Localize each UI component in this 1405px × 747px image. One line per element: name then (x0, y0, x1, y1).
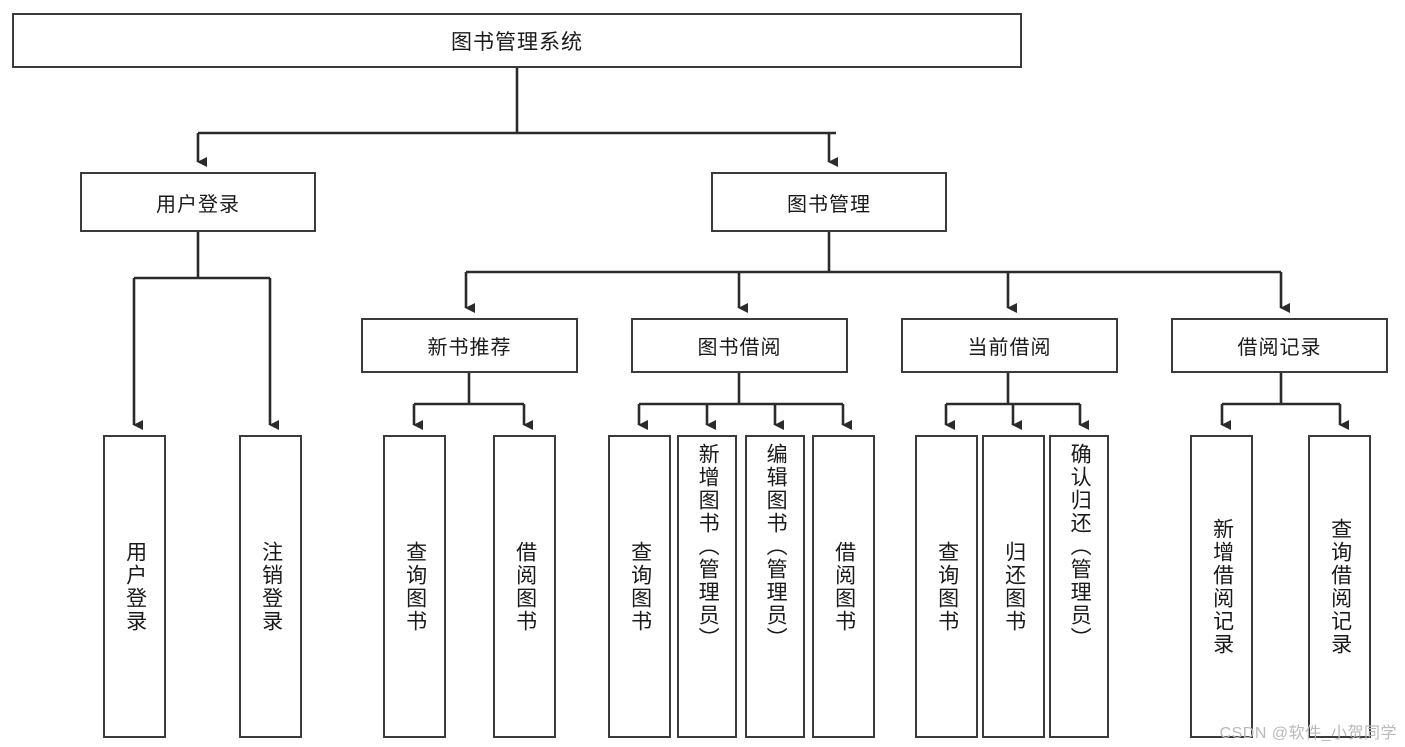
node-label: 查询图书 (935, 540, 959, 633)
leaf-query-borrow-record[interactable]: 查询借阅记录 (1308, 435, 1371, 738)
leaf-query-book-newbook[interactable]: 查询图书 (383, 435, 446, 738)
leaf-query-book-borrow[interactable]: 查询图书 (608, 435, 671, 738)
node-label: 编辑图书（管理员） (764, 443, 788, 650)
node-label: 查询借阅记录 (1328, 517, 1352, 656)
leaf-return-book[interactable]: 归还图书 (982, 435, 1045, 738)
node-label: 图书管理系统 (451, 30, 583, 54)
leaf-add-book-admin[interactable]: 新增图书（管理员） (677, 435, 737, 738)
node-book-borrow[interactable]: 图书借阅 (631, 318, 848, 373)
node-label: 查询图书 (628, 540, 652, 633)
node-label: 新增图书（管理员） (696, 443, 720, 650)
leaf-edit-book-admin[interactable]: 编辑图书（管理员） (745, 435, 805, 738)
node-borrow-record[interactable]: 借阅记录 (1171, 318, 1388, 373)
node-label: 当前借阅 (967, 337, 1052, 359)
leaf-logout[interactable]: 注销登录 (239, 435, 302, 738)
node-label: 用户登录 (156, 193, 240, 216)
node-label: 图书借阅 (697, 337, 782, 359)
node-label: 借阅记录 (1237, 337, 1322, 359)
leaf-add-borrow-record[interactable]: 新增借阅记录 (1190, 435, 1253, 738)
node-label: 注销登录 (259, 540, 283, 633)
node-label: 借阅图书 (513, 540, 537, 633)
leaf-query-book-current[interactable]: 查询图书 (915, 435, 978, 738)
node-label: 用户登录 (123, 540, 147, 633)
node-label: 归还图书 (1002, 540, 1026, 633)
node-root-book-management-system[interactable]: 图书管理系统 (12, 13, 1022, 68)
node-current-borrow[interactable]: 当前借阅 (901, 318, 1118, 373)
node-label: 确认归还（管理员） (1068, 443, 1092, 650)
csdn-watermark: CSDN @软件_小贺同学 (1219, 725, 1397, 742)
node-user-login[interactable]: 用户登录 (80, 172, 316, 232)
node-label: 图书管理 (787, 193, 871, 216)
leaf-user-login[interactable]: 用户登录 (103, 435, 166, 738)
node-label: 借阅图书 (832, 540, 856, 633)
node-label: 新书推荐 (427, 337, 512, 359)
leaf-borrow-book-borrow[interactable]: 借阅图书 (812, 435, 875, 738)
leaf-confirm-return-admin[interactable]: 确认归还（管理员） (1049, 435, 1109, 738)
node-label: 查询图书 (403, 540, 427, 633)
node-new-book-recommend[interactable]: 新书推荐 (361, 318, 578, 373)
leaf-borrow-book-newbook[interactable]: 借阅图书 (493, 435, 556, 738)
node-label: 新增借阅记录 (1210, 517, 1234, 656)
node-book-management[interactable]: 图书管理 (711, 172, 947, 232)
